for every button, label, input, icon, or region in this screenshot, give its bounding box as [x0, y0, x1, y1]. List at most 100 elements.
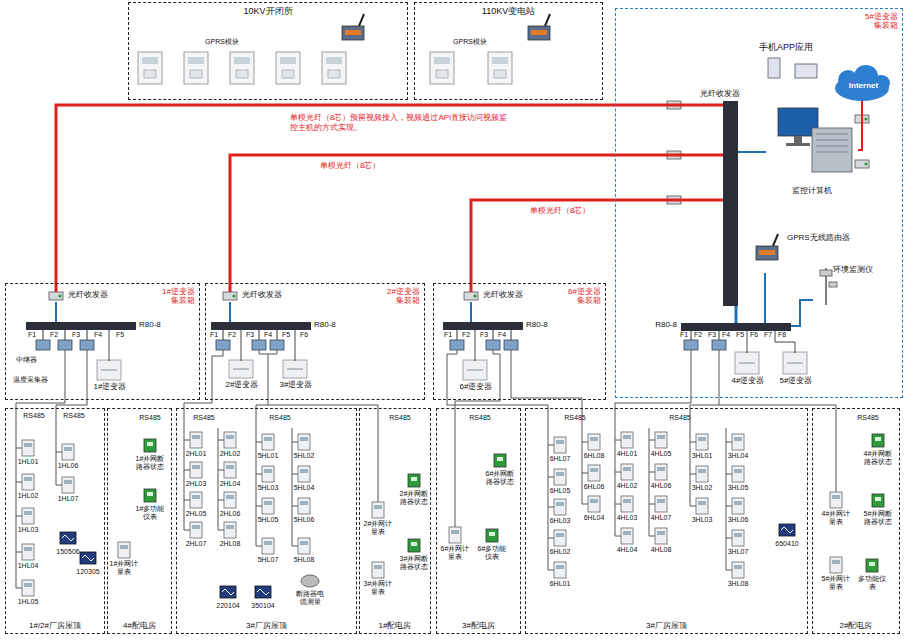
- rs485-stub: [184, 470, 190, 471]
- meter-label: 1HL01: [18, 458, 39, 466]
- meter-label: 2HL05: [186, 510, 207, 518]
- meter-icon: [62, 444, 74, 460]
- box-label: 120305: [76, 568, 99, 576]
- sensor-icon: [301, 575, 319, 587]
- meter-dial: [144, 70, 156, 78]
- breaker-status-icon: [408, 474, 420, 487]
- inverter-mark: [787, 363, 803, 364]
- meter-label: 6#并网计量表: [440, 545, 470, 561]
- meter-dial: [328, 70, 340, 78]
- rs485-bus: [649, 428, 650, 536]
- rs485-stub: [16, 516, 22, 517]
- rs485-wire: [256, 354, 268, 428]
- meter-icon: [655, 496, 667, 512]
- node-label: 5#逆变器: [780, 376, 813, 385]
- room-box: 4#配电房: [107, 408, 172, 634]
- port-wire: [43, 329, 44, 340]
- meter-display: [832, 560, 840, 564]
- meter-label: 1HL03: [18, 526, 39, 534]
- cable: [747, 331, 748, 353]
- meter-label: 4HL01: [617, 450, 638, 458]
- converter-icon: [712, 340, 726, 350]
- port-label: F3: [72, 331, 80, 339]
- computer: 监控计算机: [766, 106, 858, 198]
- transceiver-led: [473, 294, 476, 297]
- status-window: [875, 437, 881, 441]
- meter-display: [657, 435, 665, 439]
- meter-display: [226, 525, 234, 529]
- port-label: F2: [50, 331, 58, 339]
- node-label: GPRS无线路由器: [787, 233, 850, 242]
- meter-display: [556, 440, 564, 444]
- inverter: 4#逆变器: [736, 353, 760, 375]
- rs485-stub: [726, 442, 732, 443]
- meter-label: 5HL02: [294, 452, 315, 460]
- fiber-switch: 光纤收发器: [723, 101, 738, 306]
- meter-display: [623, 499, 631, 503]
- rs485-wire: [719, 405, 836, 492]
- rs485-wire: [268, 405, 378, 502]
- meter-icon: [262, 538, 274, 554]
- meter-label: 2HL08: [220, 540, 241, 548]
- transceiver-icon: [855, 160, 869, 168]
- rs485-wire: [56, 350, 87, 428]
- meter-display: [556, 533, 564, 537]
- node-label: 2#逆变器 集装箱: [374, 287, 420, 305]
- meter-label: 5HL04: [294, 484, 315, 492]
- monitor-base: [786, 143, 810, 146]
- device-label: 3#并网断路器状态: [399, 555, 429, 571]
- rs485-stub: [615, 504, 621, 505]
- converter-icon: [58, 340, 72, 350]
- node-label: Internet: [836, 81, 891, 90]
- meter-display: [120, 545, 128, 549]
- router-antenna: [773, 234, 778, 246]
- meter-display: [264, 469, 272, 473]
- meter-icon: [830, 557, 842, 573]
- converter-icon: [80, 340, 94, 350]
- combiner-mark: [82, 555, 94, 561]
- meter-display: [698, 501, 706, 505]
- meter-icon: [262, 466, 274, 482]
- device-label: 1#并网断路器状态: [135, 455, 165, 471]
- meter-label: 1HL07: [58, 495, 79, 503]
- meter-label: 3HL06: [728, 516, 749, 524]
- meter-display: [24, 443, 32, 447]
- status-window: [147, 442, 153, 446]
- meter-icon: [430, 52, 454, 84]
- meter-label: 1HL05: [18, 598, 39, 606]
- rs485-stub: [582, 504, 588, 505]
- router-icon: [756, 246, 778, 260]
- switch-bar: R80-8: [443, 322, 523, 330]
- text-label: RS485: [469, 414, 490, 422]
- inverter: 2#逆变器: [230, 361, 254, 379]
- text-label: RS485: [389, 414, 410, 422]
- port-wire: [259, 329, 260, 340]
- node-label: 环境监测仪: [833, 265, 873, 274]
- meter-label: 1HL06: [58, 462, 79, 470]
- rs485-stub: [218, 470, 224, 471]
- inverter: 5#逆变器: [784, 353, 808, 375]
- port-label: F8: [778, 331, 786, 339]
- meter-label: 2HL06: [220, 510, 241, 518]
- fiber-transceiver: 光纤收发器: [464, 292, 480, 302]
- meter-display: [264, 437, 272, 441]
- rs485-stub: [218, 440, 224, 441]
- rs485-stub: [16, 448, 22, 449]
- inverter: 6#逆变器: [464, 361, 488, 381]
- rs485-stub: [726, 506, 732, 507]
- meter-icon: [655, 464, 667, 480]
- meter-label: 3HL04: [728, 452, 749, 460]
- meter-icon: [22, 544, 34, 560]
- port-label: F6: [750, 331, 758, 339]
- rs485-wire: [184, 350, 223, 428]
- cable: [475, 330, 476, 361]
- rs485-bus: [184, 428, 185, 530]
- device-label: 1#多功能仪表: [135, 505, 165, 521]
- status-window: [869, 562, 875, 566]
- rs485-stub: [292, 442, 298, 443]
- meter-display: [556, 502, 564, 506]
- meter-icon: [22, 580, 34, 596]
- converter-icon: [36, 340, 50, 350]
- port-label: F2: [694, 331, 702, 339]
- node-label: 光纤收发器: [483, 290, 523, 299]
